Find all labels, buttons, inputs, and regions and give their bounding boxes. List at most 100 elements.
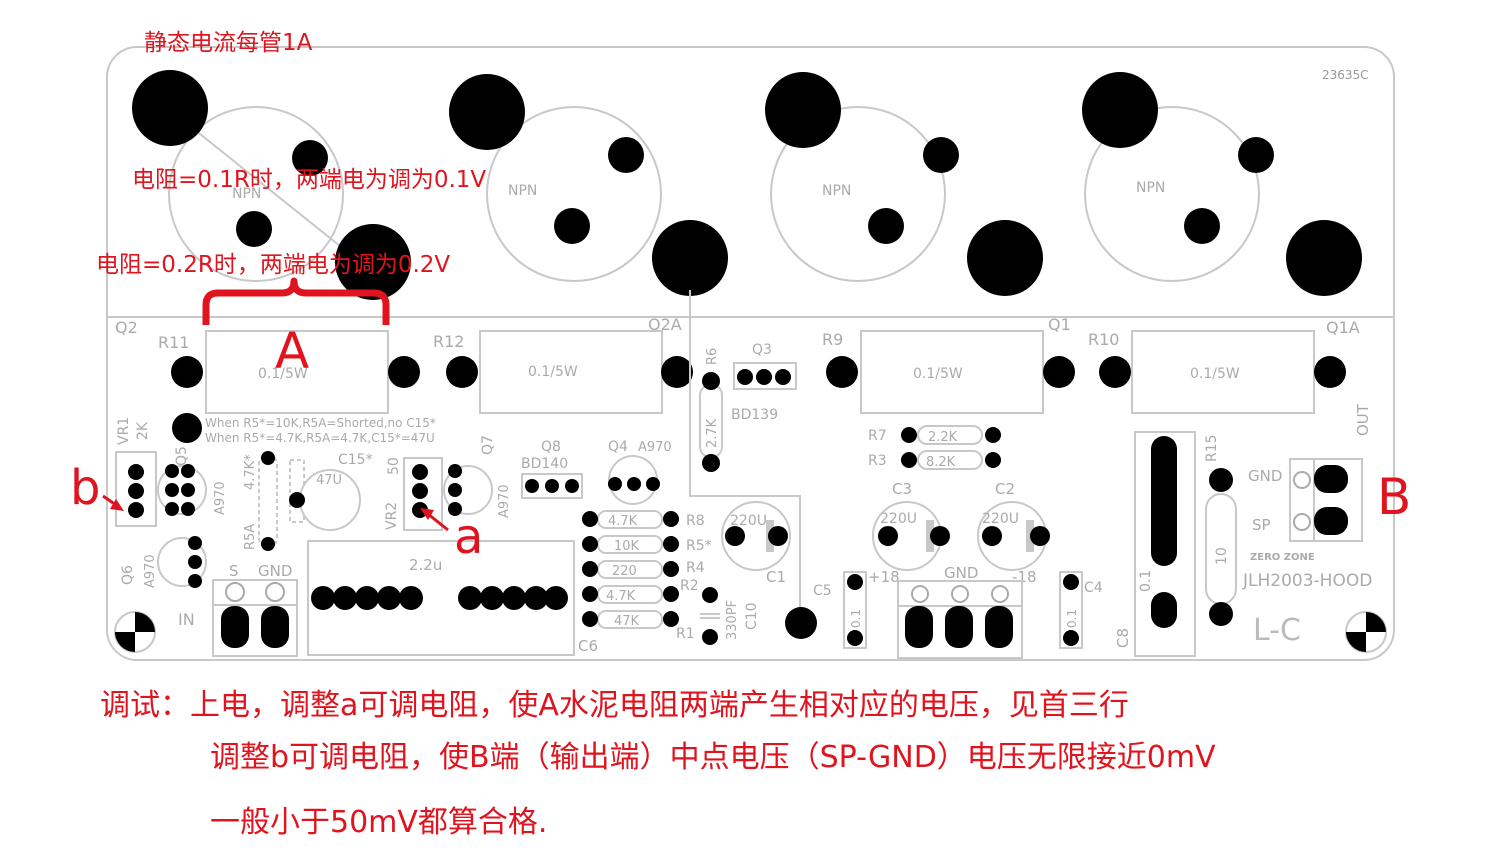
svg-text:R2: R2	[680, 578, 699, 594]
fiducial-left	[114, 611, 156, 653]
pad	[1238, 137, 1274, 173]
label-small-a: a	[454, 509, 484, 565]
resistor-r3: 8.2K R3	[868, 450, 1001, 470]
svg-text:+18: +18	[868, 568, 900, 586]
svg-text:C2: C2	[995, 480, 1015, 498]
brace-a	[202, 277, 390, 325]
svg-text:A970: A970	[213, 481, 228, 515]
svg-text:A970: A970	[638, 440, 672, 455]
svg-text:C15*: C15*	[338, 452, 373, 468]
npn-label: NPN	[1136, 180, 1165, 196]
svg-text:47K: 47K	[614, 614, 640, 629]
svg-text:2.2K: 2.2K	[928, 430, 958, 445]
svg-text:Q8: Q8	[541, 439, 561, 455]
svg-text:GND: GND	[944, 564, 978, 582]
npn-label: NPN	[232, 186, 261, 202]
lc-label: L-C	[1253, 613, 1301, 648]
trimmer-vr1: VR1 2K	[115, 417, 157, 527]
svg-text:47U: 47U	[316, 473, 342, 488]
pad	[292, 140, 328, 176]
trace	[689, 290, 801, 620]
svg-text:C6: C6	[578, 637, 598, 655]
pad	[1184, 208, 1220, 244]
capacitor-c2: 220U C2	[977, 480, 1050, 571]
svg-text:SP: SP	[1252, 516, 1271, 534]
mount-hole	[652, 220, 728, 296]
capacitor-c8: 0.1 C8	[1114, 431, 1196, 657]
svg-text:R7: R7	[868, 428, 887, 444]
debug-line-2: 调整b可调电阻，使B端（输出端）中点电压（SP-GND）电压无限接近0mV	[210, 740, 1216, 775]
svg-text:Q6: Q6	[120, 565, 136, 585]
resistor-r15: 10 R15	[1204, 434, 1237, 626]
svg-text:R10: R10	[1088, 330, 1119, 349]
connector-in: S GND IN	[178, 562, 298, 657]
debug-line-3: 一般小于50mV都算合格.	[210, 805, 548, 840]
svg-text:C10: C10	[744, 602, 760, 630]
svg-text:10K: 10K	[614, 539, 640, 554]
transistor-q7: Q7 A970	[443, 435, 512, 518]
svg-text:220U: 220U	[730, 513, 767, 529]
pad	[554, 208, 590, 244]
svg-text:0.1/5W: 0.1/5W	[1190, 366, 1240, 382]
svg-text:4.7K*: 4.7K*	[243, 454, 258, 490]
svg-text:OUT: OUT	[1354, 403, 1372, 436]
svg-text:0.1/5W: 0.1/5W	[258, 366, 308, 382]
arrow-b-head	[110, 499, 124, 511]
trimmer-vr2: VR2 50	[384, 457, 443, 531]
svg-text:8.2K: 8.2K	[926, 455, 956, 470]
label-big-a: A	[275, 322, 310, 380]
svg-text:R11: R11	[158, 333, 189, 352]
npn-label: NPN	[822, 183, 851, 199]
svg-text:0.1/5W: 0.1/5W	[913, 366, 963, 382]
capacitor-c3: 220U C3	[872, 480, 950, 571]
resistor-r5: 10K R5*	[582, 535, 712, 554]
svg-text:R6: R6	[705, 348, 720, 365]
label-q2: Q2	[115, 318, 138, 337]
board-code: 23635C	[1322, 68, 1369, 82]
svg-text:R1: R1	[676, 626, 695, 642]
note-0-1r: 电阻=0.1R时，两端电为调为0.1V	[132, 167, 487, 193]
label-small-b: b	[70, 460, 101, 516]
resistor-r4: 220 R4	[582, 560, 705, 579]
debug-line-1: 调试：上电，调整a可调电阻，使A水泥电阻两端产生相对应的电压，见首三行	[100, 688, 1129, 723]
mount-hole	[335, 224, 411, 300]
connector-out: GND SP OUT	[1248, 403, 1372, 542]
svg-text:R5*: R5*	[686, 538, 712, 554]
svg-text:R12: R12	[433, 332, 464, 351]
resistor-r10: 0.1/5W R10	[1088, 330, 1346, 414]
capacitor-c5: 0.1 C5 +18	[813, 568, 900, 649]
transistor-q1: NPN	[765, 72, 1043, 296]
note-0-2r: 电阻=0.2R时，两端电为调为0.2V	[96, 252, 451, 278]
svg-text:R5A: R5A	[243, 524, 258, 550]
transistor-q2a: NPN	[449, 74, 728, 296]
pad	[608, 137, 644, 173]
svg-text:10: 10	[1214, 547, 1230, 565]
svg-text:C3: C3	[892, 480, 912, 498]
svg-text:S: S	[229, 562, 239, 580]
label-q1a: Q1A	[1326, 318, 1360, 337]
title-annotation: 静态电流每管1A	[144, 30, 313, 56]
svg-text:R9: R9	[822, 330, 843, 349]
svg-text:50: 50	[386, 457, 402, 475]
label-q2a: Q2A	[648, 315, 682, 334]
mount-hole	[765, 72, 841, 148]
svg-text:2.7K: 2.7K	[705, 418, 720, 448]
transistor-q2: NPN	[132, 70, 411, 300]
label-q1: Q1	[1048, 315, 1071, 334]
pad	[785, 607, 817, 639]
svg-text:VR2: VR2	[384, 502, 400, 530]
svg-text:Q4: Q4	[608, 439, 628, 455]
resistor-r9: 0.1/5W R9	[822, 330, 1075, 414]
mount-hole	[1286, 220, 1362, 296]
svg-text:0.1: 0.1	[1138, 570, 1154, 592]
mount-hole	[132, 70, 208, 146]
svg-text:220: 220	[612, 564, 637, 579]
note-r5-b: When R5*=4.7K,R5A=4.7K,C15*=47U	[205, 431, 435, 445]
resistor-r6: 2.7K R6	[699, 348, 723, 472]
svg-text:R4: R4	[686, 560, 705, 576]
capacitor-c1: 220U C1	[721, 501, 791, 586]
svg-text:VR1: VR1	[116, 417, 132, 445]
svg-text:C8: C8	[1114, 628, 1132, 648]
